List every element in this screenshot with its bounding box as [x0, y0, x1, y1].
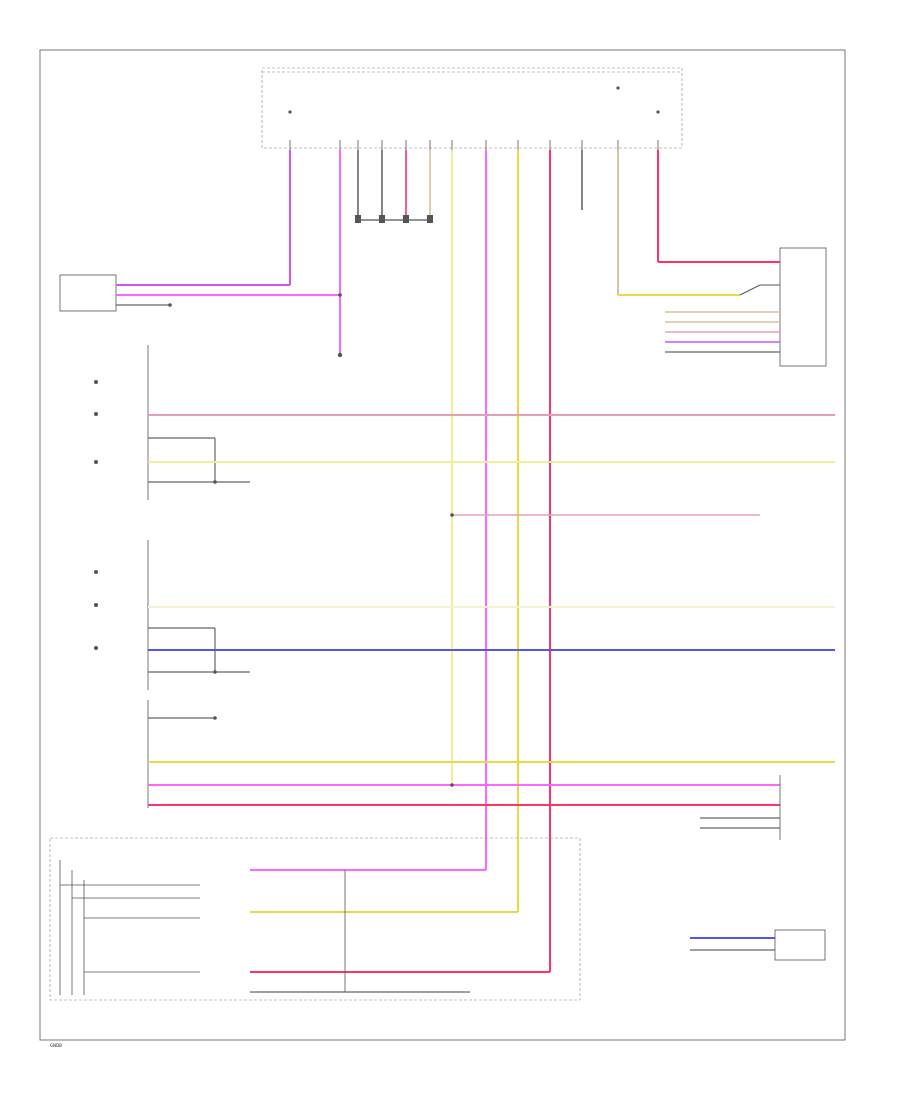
splice-lh-ground: [213, 670, 217, 674]
lamp-right-3: [94, 460, 98, 464]
splice-switch-ground: [213, 716, 217, 720]
splice-pink-center: [338, 293, 342, 297]
corner-label: GNDB: [50, 1043, 62, 1048]
ground-center: [337, 352, 343, 358]
fuse-right-dot: [656, 110, 660, 114]
splice-left-top: [168, 303, 172, 307]
fuse-left-dot: [288, 110, 292, 114]
bus-pin-2: [379, 215, 385, 223]
right-bottom-module: [774, 929, 826, 961]
lamp-right-1: [94, 380, 98, 384]
right-top-module: [779, 247, 827, 367]
lamp-right-2: [94, 412, 98, 416]
lamp-left-2: [94, 603, 98, 607]
diagram-frame: [39, 49, 846, 1041]
fuse-box-outline: [261, 67, 683, 149]
left-top-module: [59, 274, 117, 312]
bus-pin-1: [355, 215, 361, 223]
combination-switch-outline: [49, 837, 581, 1001]
splice-switch-pink: [450, 783, 454, 787]
splice-sensor: [450, 513, 454, 517]
splice-rh-ground: [213, 480, 217, 484]
bus-pin-4: [427, 215, 433, 223]
fuse-box-connector-stubs: [289, 140, 659, 150]
lamp-left-3: [94, 646, 98, 650]
bus-pin-3: [403, 215, 409, 223]
fuse-box-ground-dot: [616, 86, 620, 90]
lamp-left-1: [94, 570, 98, 574]
switch-right-arm: [739, 284, 761, 296]
